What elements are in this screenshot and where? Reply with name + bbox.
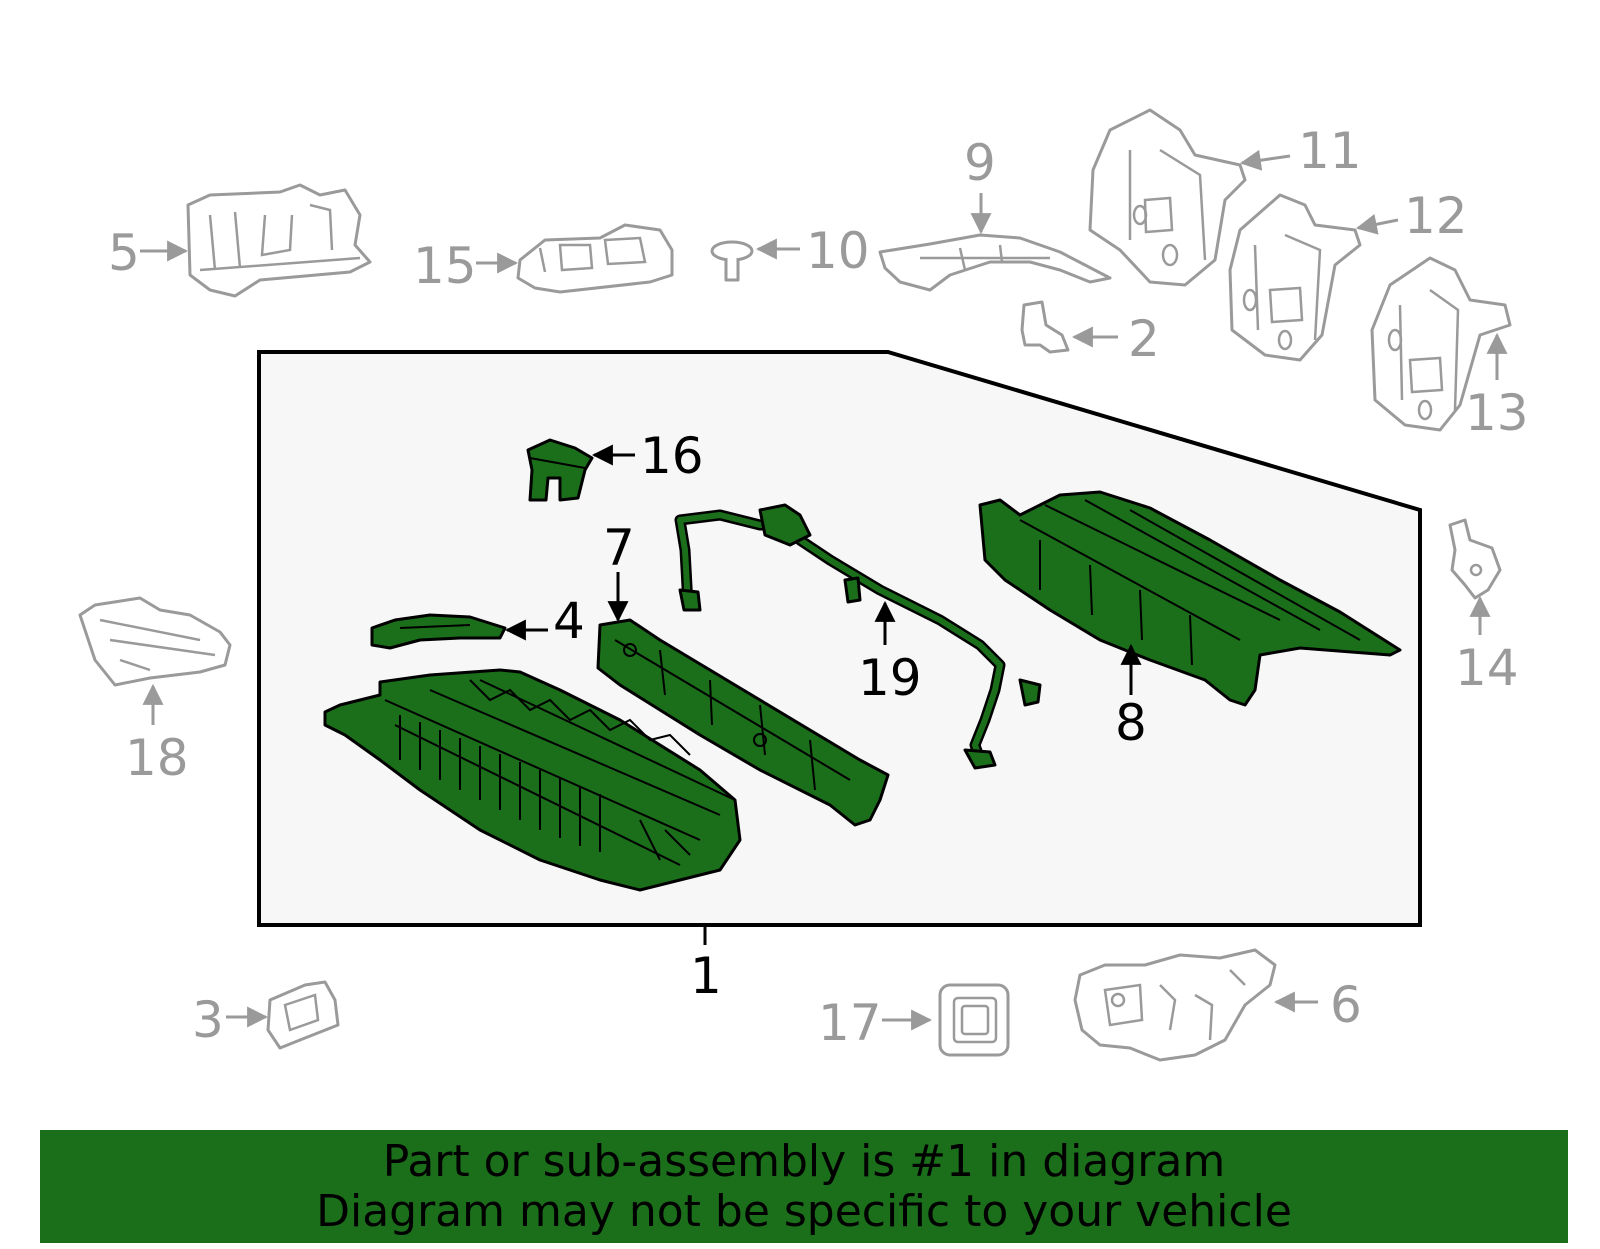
part-3-bracket: [266, 980, 340, 1050]
callout-18: 18: [125, 729, 189, 787]
part-16-bracket: [526, 438, 594, 502]
part-8-cover: [978, 490, 1402, 707]
part-13-bracket: [1370, 256, 1512, 432]
part-11-bracket: [1088, 108, 1247, 287]
banner-line-1: Part or sub-assembly is #1 in diagram: [382, 1135, 1226, 1187]
battery-pack: [323, 668, 742, 892]
callout-12: 12: [1404, 187, 1468, 245]
callout-11: 11: [1298, 122, 1362, 180]
part-19-harness: [674, 503, 1042, 770]
leader-11: [1239, 149, 1291, 171]
part-6-bracket: [1073, 948, 1277, 1062]
callout-6: 6: [1330, 976, 1362, 1034]
callout-9: 9: [964, 134, 996, 192]
callout-2: 2: [1128, 310, 1160, 368]
callout-4: 4: [553, 592, 585, 650]
part-17-seal: [938, 983, 1010, 1057]
callout-17: 17: [818, 994, 882, 1052]
callout-15: 15: [413, 237, 477, 295]
part-10-clip: [710, 240, 754, 282]
part-7-rail: [596, 618, 890, 827]
banner-line-2: Diagram may not be specific to your vehi…: [316, 1185, 1292, 1237]
part-15-module: [516, 223, 674, 294]
callout-5: 5: [108, 224, 140, 282]
part-12-bracket: [1228, 193, 1362, 362]
callout-19: 19: [858, 649, 922, 707]
leader-12: [1355, 213, 1399, 235]
callout-7: 7: [603, 519, 635, 577]
callout-14: 14: [1455, 639, 1519, 697]
callout-10: 10: [806, 222, 870, 280]
callout-8: 8: [1115, 694, 1147, 752]
callout-1: 1: [690, 947, 722, 1005]
part-9-bracket: [878, 233, 1112, 292]
part-14-bracket: [1448, 518, 1502, 600]
part-5-bracket: [186, 183, 372, 298]
info-banner: Part or sub-assembly is #1 in diagram Di…: [40, 1130, 1568, 1243]
callout-16: 16: [640, 427, 704, 485]
part-18-duct: [78, 596, 232, 687]
callout-3: 3: [192, 991, 224, 1049]
callout-13: 13: [1465, 384, 1529, 442]
part-4-cover: [370, 613, 507, 650]
part-2-clip: [1020, 300, 1070, 354]
